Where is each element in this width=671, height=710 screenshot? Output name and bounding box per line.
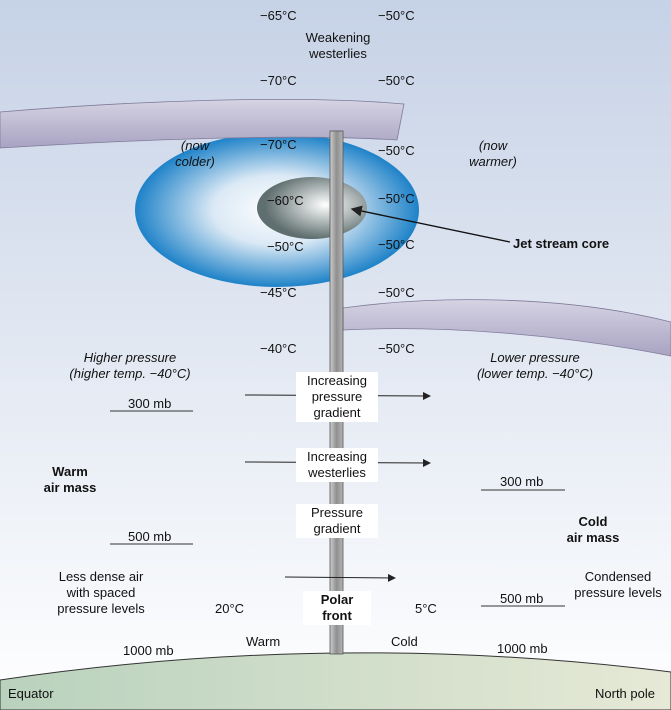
- increasing-pressure-gradient-label: Increasing pressure gradient: [296, 372, 378, 422]
- increasing-westerlies-label: Increasing westerlies: [296, 448, 378, 482]
- jet-stream-core-label: Jet stream core: [513, 236, 610, 251]
- pressure-gradient-arrow-3: [284, 573, 396, 582]
- label-1000mb-right: 1000 mb: [497, 641, 548, 656]
- now-colder-label: (now colder): [175, 138, 215, 169]
- temp-right-3: −50°C: [378, 143, 415, 158]
- label-300mb-left: 300 mb: [128, 396, 172, 411]
- condensed-pressure-levels-label: Condensed pressure levels: [574, 569, 662, 600]
- now-warmer-label: (now warmer): [469, 138, 517, 169]
- temp-left-6: −45°C: [260, 285, 297, 300]
- temp-left-2: −70°C: [260, 73, 297, 88]
- temp-right-2: −50°C: [378, 73, 415, 88]
- less-dense-air-label: Less dense air with spaced pressure leve…: [57, 569, 145, 616]
- temp-right-5: −50°C: [378, 237, 415, 252]
- lower-tropopause-band: [342, 299, 671, 357]
- temp-right-1: −50°C: [378, 8, 415, 23]
- label-1000mb-left: 1000 mb: [123, 643, 174, 658]
- polar-front-label: Polar front: [303, 591, 371, 625]
- equator-label: Equator: [8, 686, 54, 701]
- temp-5c-label: 5°C: [415, 601, 437, 616]
- weakening-westerlies-label: Weakening westerlies: [305, 30, 371, 61]
- label-300mb-right: 300 mb: [500, 474, 544, 489]
- cold-label: Cold: [391, 634, 418, 649]
- higher-pressure-label: Higher pressure (higher temp. −40°C): [69, 350, 191, 381]
- north-pole-label: North pole: [595, 686, 655, 701]
- label-500mb-left: 500 mb: [128, 529, 172, 544]
- temp-left-7: −40°C: [260, 341, 297, 356]
- temp-left-3: −70°C: [260, 137, 297, 152]
- pressure-gradient-label: Pressure gradient: [296, 504, 378, 538]
- upper-tropopause-band: [0, 99, 405, 149]
- warm-label: Warm: [246, 634, 281, 649]
- cold-air-mass-label: Cold air mass: [566, 514, 620, 545]
- temp-left-1: −65°C: [260, 8, 297, 23]
- label-500mb-right: 500 mb: [500, 591, 544, 606]
- lower-pressure-label: Lower pressure (lower temp. −40°C): [476, 350, 594, 381]
- temp-right-4: −50°C: [378, 191, 415, 206]
- temp-left-5: −50°C: [267, 239, 304, 254]
- temp-right-7: −50°C: [378, 341, 415, 356]
- temp-right-6: −50°C: [378, 285, 415, 300]
- earth-surface: [0, 652, 671, 710]
- warm-air-mass-label: Warm air mass: [43, 464, 97, 495]
- temp-20c-label: 20°C: [215, 601, 245, 616]
- jet-core-arrow: [350, 205, 511, 243]
- temp-left-4: −60°C: [267, 193, 304, 208]
